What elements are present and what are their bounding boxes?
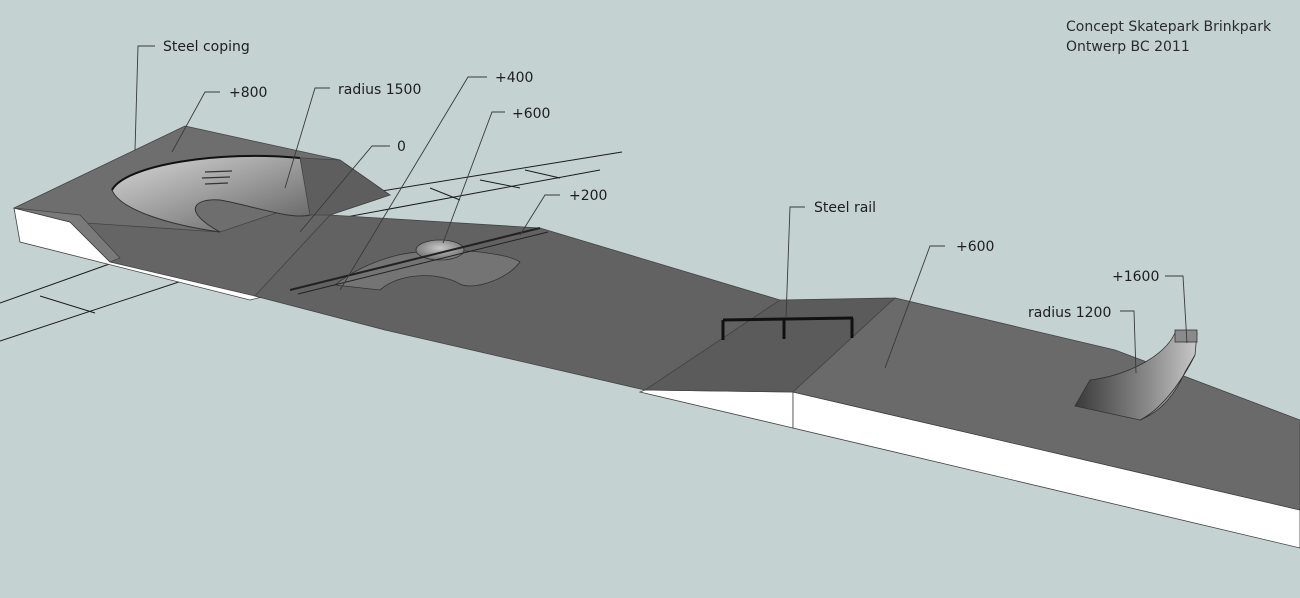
project-title: Concept Skatepark Brinkpark [1066,19,1272,35]
label-radius-1200: radius 1200 [1028,305,1111,321]
title-block: Concept Skatepark Brinkpark Ontwerp BC 2… [1066,17,1271,57]
label-steel-rail: Steel rail [814,200,876,216]
slab-top-surface [12,125,1300,511]
callout-leaders [134,45,1188,374]
bowl [111,154,391,233]
hump [289,227,549,295]
bank-ramp-left [13,207,121,263]
label-steel-coping: Steel coping [163,39,250,55]
label-elevation-600-deck: +600 [956,239,994,255]
label-elevation-200: +200 [569,188,607,204]
label-elevation-400: +400 [495,70,533,86]
steel-coping-edge [111,154,301,191]
steel-rail [721,316,854,340]
callout-labels: Steel coping +800 radius 1500 0 +400 +60… [163,39,1159,321]
label-elevation-600-hump: +600 [512,106,550,122]
quarter-pipe-right [1074,329,1198,421]
bowl-marks [201,170,233,185]
label-radius-1500: radius 1500 [338,82,421,98]
label-elevation-800: +800 [229,85,267,101]
label-elevation-1600: +1600 [1112,269,1159,285]
label-elevation-0: 0 [397,139,406,155]
project-subtitle: Ontwerp BC 2011 [1066,39,1190,55]
